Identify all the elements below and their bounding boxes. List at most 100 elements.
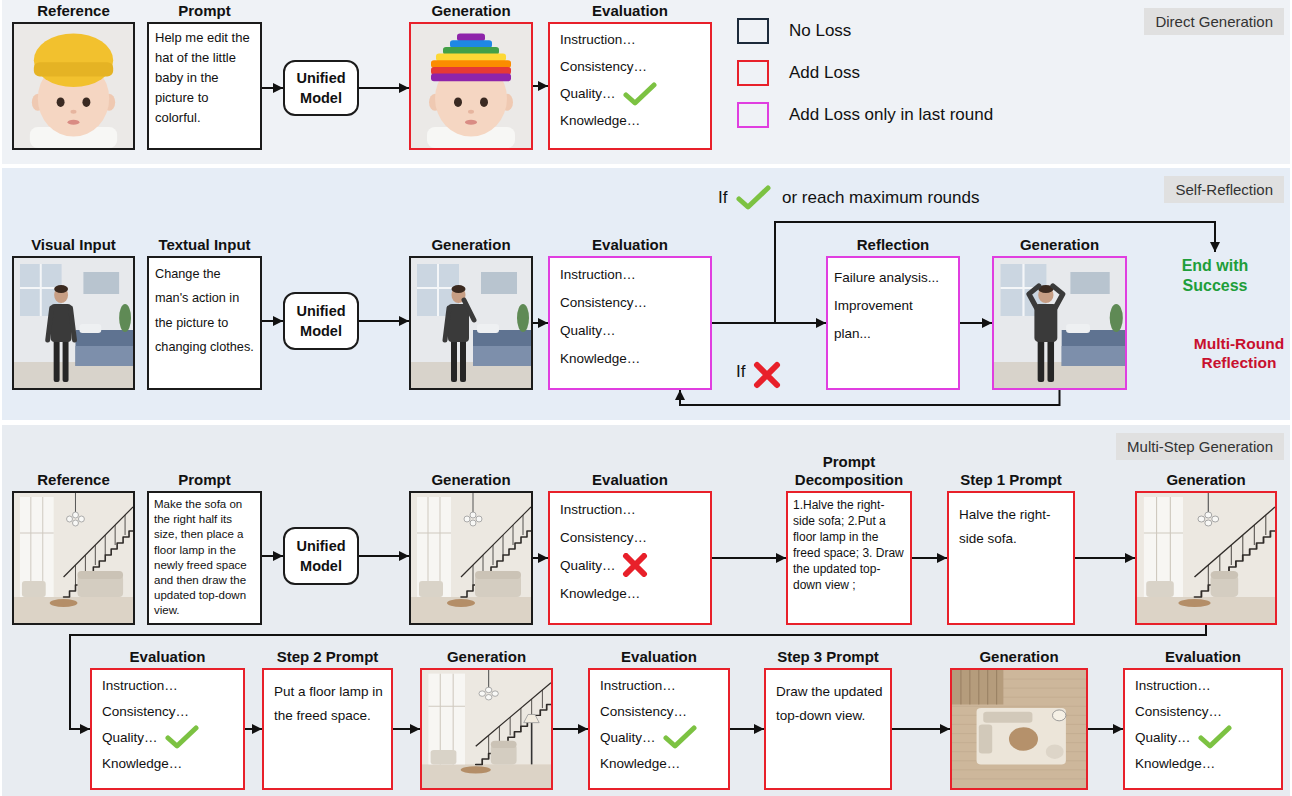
illustration-shape: [417, 533, 451, 534]
illustration: [994, 258, 1125, 388]
illustration-shape: [447, 599, 475, 607]
image-box: Generation: [992, 234, 1127, 390]
legend-row: No Loss: [737, 10, 993, 52]
illustration-shape: [1265, 515, 1266, 535]
box-text: Help me edit the hat of the little baby …: [155, 28, 255, 128]
box-text: Draw the updated top-down view.: [776, 680, 885, 728]
illustration-shape: [485, 687, 491, 692]
box-heading: Evaluation: [90, 646, 245, 668]
box-heading: Evaluation: [588, 646, 730, 668]
illustration-shape: [1066, 324, 1090, 333]
criterion-text: Knowledge…: [560, 113, 640, 128]
box-frame: Instruction…Consistency…Quality…Knowledg…: [548, 491, 712, 625]
illustration-shape: [464, 516, 470, 522]
box-heading: Prompt Decomposition: [786, 451, 912, 491]
box-frame: [12, 491, 135, 625]
criterion-text: Consistency…: [600, 704, 687, 719]
criterion-row: Quality…: [1135, 724, 1275, 750]
illustration-shape: [71, 110, 77, 114]
illustration-shape: [73, 520, 79, 526]
illustration-shape: [419, 581, 443, 597]
model-label: Unified Model: [285, 301, 357, 341]
illustration-shape: [1178, 599, 1210, 607]
illustration-shape: [1208, 565, 1209, 585]
criterion-text: Instruction…: [560, 502, 636, 517]
legend-text: No Loss: [789, 21, 851, 41]
section-panel: Multi-Step GenerationReferencePromptMake…: [2, 425, 1290, 796]
illustration-shape: [1146, 581, 1174, 597]
illustration: [411, 493, 531, 623]
illustration-shape: [952, 670, 1086, 788]
criterion-row: Instruction…: [560, 495, 704, 523]
illustration-shape: [75, 565, 76, 585]
box-text: Halve the right-side sofa.: [959, 503, 1068, 551]
criterion-row: Knowledge…: [102, 750, 237, 776]
connector: [533, 557, 548, 559]
illustration: [411, 258, 531, 388]
illustration-shape: [978, 670, 979, 704]
connector: [680, 390, 1060, 405]
illustration-shape: [54, 285, 68, 293]
connector: [912, 557, 947, 559]
illustration: [14, 493, 133, 623]
criterion-row: Instruction…: [560, 26, 704, 53]
text-box: ReflectionFailure analysis...Improvement…: [826, 234, 960, 390]
illustration-shape: [479, 691, 485, 696]
illustration-shape: [1137, 597, 1275, 623]
criterion-row: Instruction…: [560, 260, 704, 288]
connector: [960, 322, 992, 324]
illustration-shape: [952, 769, 1086, 770]
illustration-shape: [987, 670, 988, 704]
criterion-text: Consistency…: [102, 704, 189, 719]
illustration-shape: [513, 525, 514, 545]
illustration-shape: [40, 264, 42, 316]
illustration-shape: [428, 706, 465, 707]
illustration-shape: [34, 34, 113, 87]
box-heading: Step 1 Prompt: [947, 469, 1075, 491]
illustration-shape: [485, 695, 491, 700]
connector: [262, 87, 283, 89]
label-holder: If: [718, 187, 727, 208]
criterion-row: Quality…: [560, 551, 704, 579]
illustration-shape: [105, 535, 106, 555]
illustration-shape: [491, 741, 517, 748]
text-box: Step 2 PromptPut a floor lamp in the fre…: [262, 646, 393, 790]
criterion-row: Quality…: [560, 80, 704, 107]
free-label: Multi-Round Reflection: [1190, 334, 1288, 373]
illustration-shape: [1198, 516, 1205, 522]
image-box: Generation: [409, 234, 533, 390]
model-box: Unified Model: [283, 527, 359, 585]
box-heading: Evaluation: [548, 2, 712, 22]
illustration-shape: [82, 97, 90, 107]
box-text: 1.Halve the right-side sofa; 2.Put a flo…: [793, 497, 905, 593]
box-frame: [420, 668, 553, 790]
label-holder: Multi-Round Reflection: [1190, 334, 1288, 373]
illustration-shape: [64, 525, 133, 597]
illustration-shape: [67, 516, 73, 522]
model-box: Unified Model: [283, 60, 359, 116]
image-box: Generation: [950, 646, 1088, 790]
box-frame: [950, 668, 1088, 790]
illustration-shape: [517, 304, 529, 332]
criterion-text: Instruction…: [1135, 678, 1211, 693]
check-icon: [662, 725, 698, 749]
illustration-shape: [996, 670, 997, 704]
box-text: Put a floor lamp in the freed space.: [274, 680, 386, 728]
illustration-shape: [14, 24, 133, 148]
illustration-shape: [79, 324, 101, 333]
box-heading: Generation: [992, 234, 1127, 256]
illustration: [411, 24, 531, 148]
connector: [1075, 557, 1135, 559]
illustration-shape: [476, 683, 551, 747]
illustration-shape: [465, 120, 477, 125]
illustration-shape: [1205, 520, 1212, 526]
box-frame: Change the man's action in the picture t…: [147, 256, 262, 390]
criterion-text: Knowledge…: [1135, 756, 1215, 771]
illustration-shape: [75, 330, 133, 366]
illustration-shape: [1242, 535, 1243, 555]
illustration-shape: [470, 512, 476, 518]
box-frame: Instruction…Consistency…Quality…Knowledg…: [588, 668, 730, 790]
illustration-shape: [34, 62, 113, 76]
box-frame: Instruction…Consistency…Quality…Knowledg…: [1123, 668, 1283, 790]
box-heading: Prompt: [147, 469, 262, 491]
